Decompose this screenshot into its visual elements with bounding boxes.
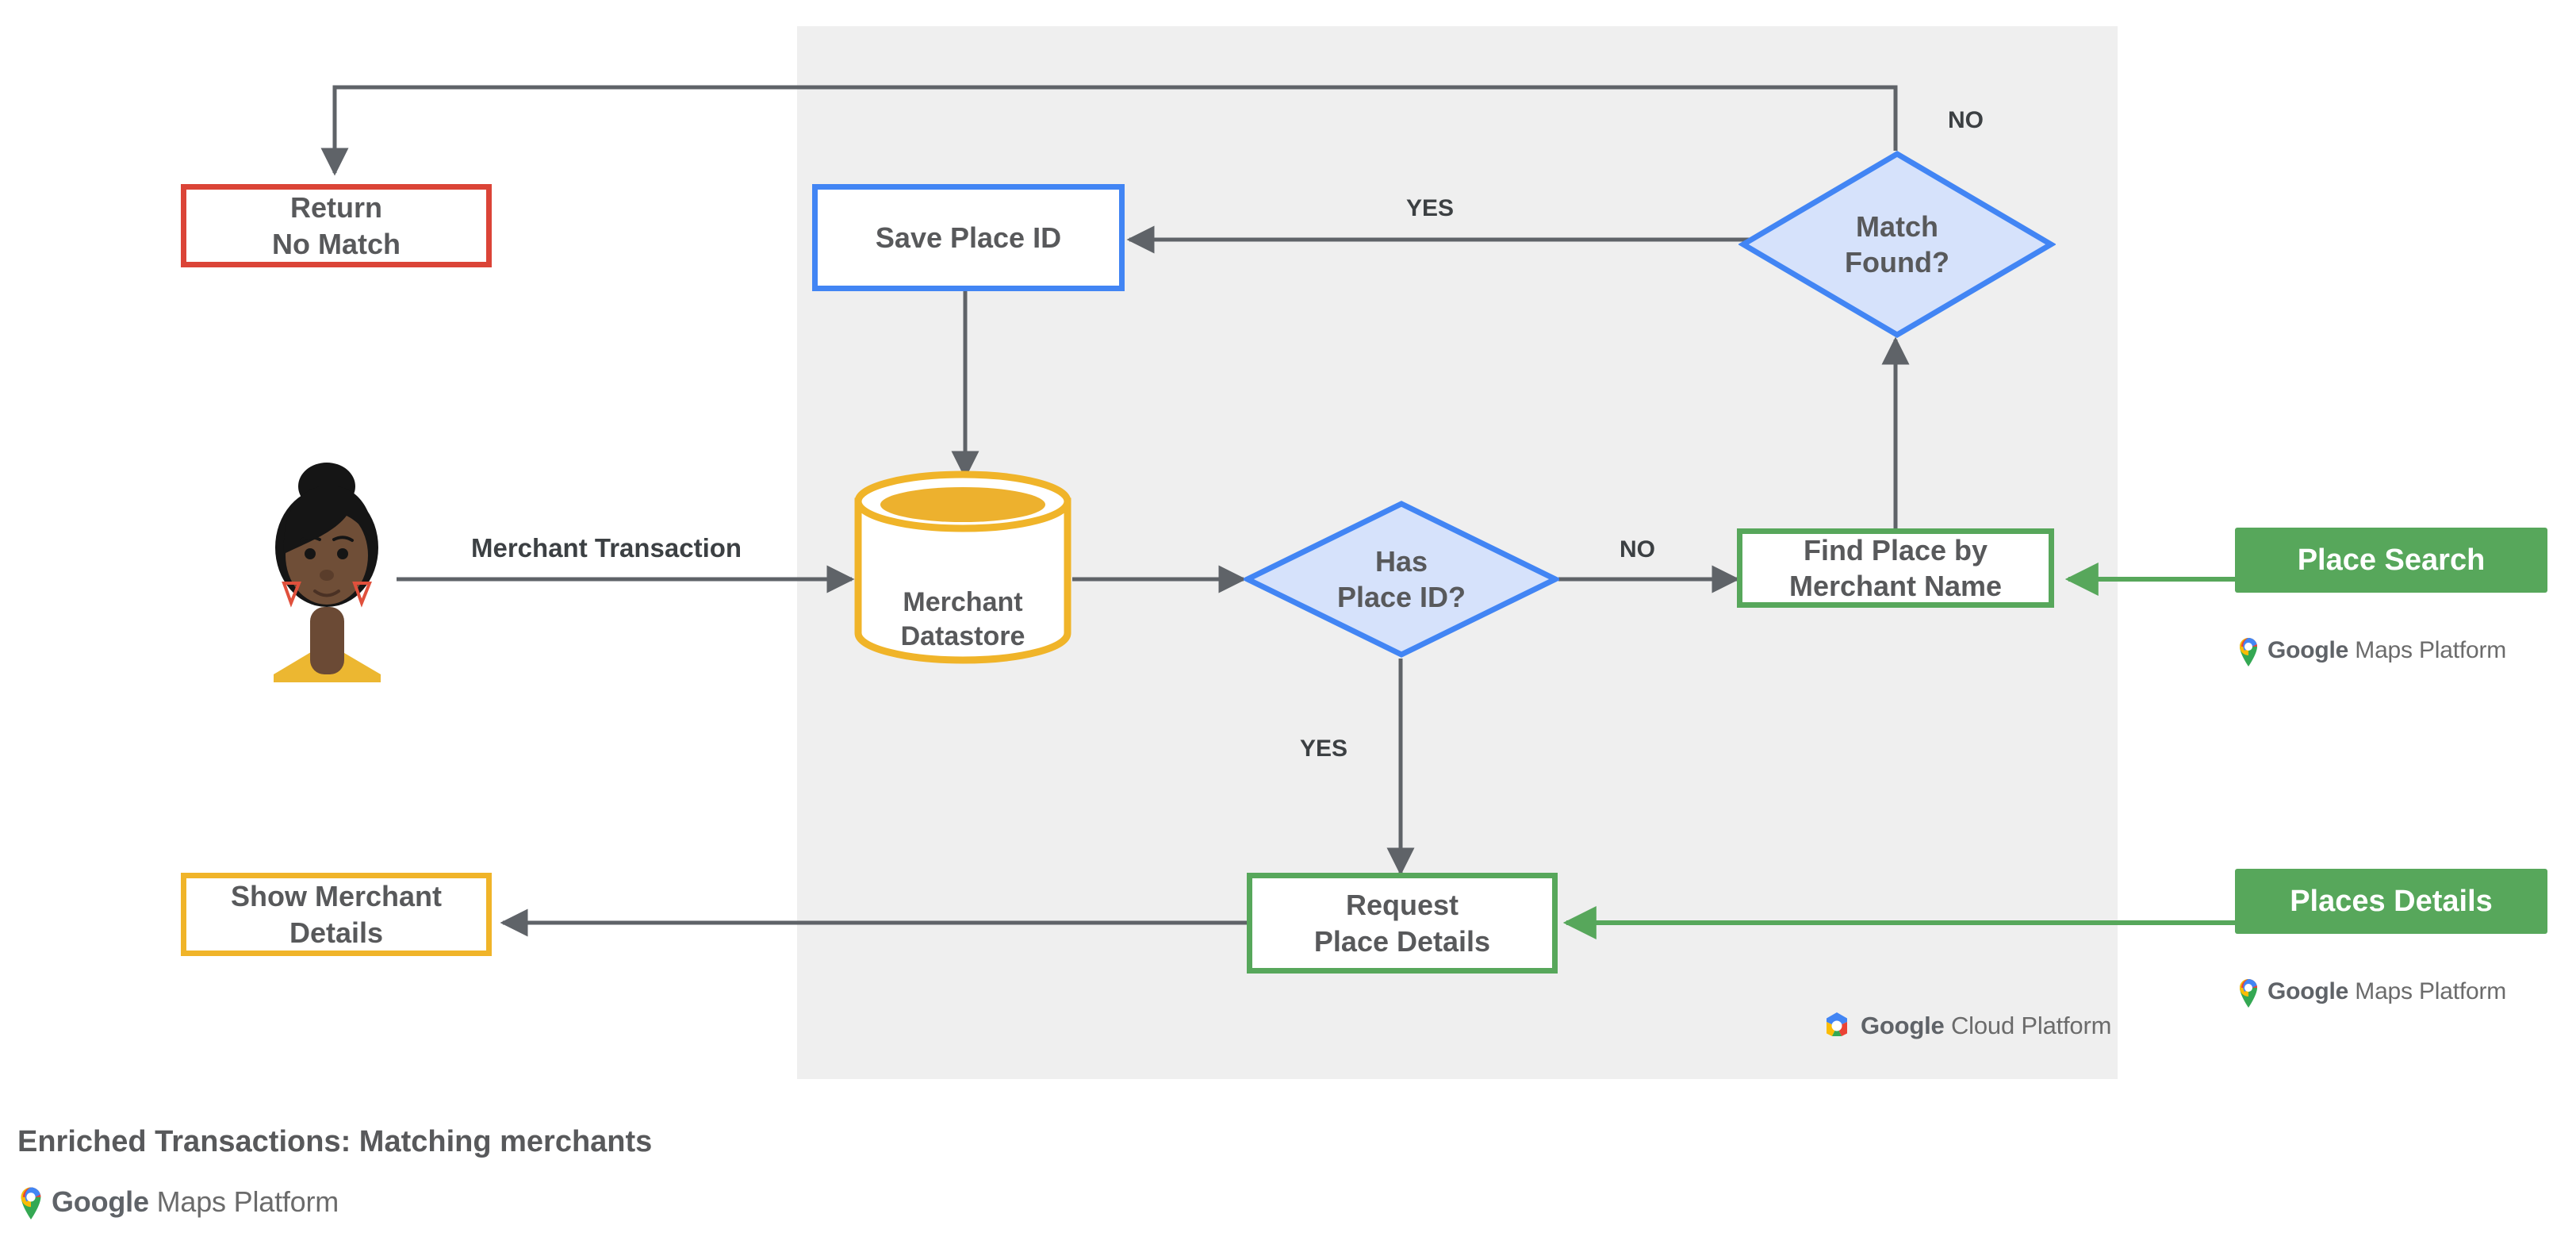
brand-google-word: Google xyxy=(2267,978,2349,1004)
node-save-place-id-label: Save Place ID xyxy=(875,221,1062,254)
node-find-place-by-merchant-name-label: Find Place by Merchant Name xyxy=(1788,533,2003,602)
brand-maps-platform-word: Maps Platform xyxy=(2348,637,2507,663)
edge-label-has-place-id-no: NO xyxy=(1620,536,1655,563)
node-save-place-id[interactable]: Save Place ID xyxy=(812,184,1125,291)
google-maps-pin-icon xyxy=(2237,976,2260,1008)
edge-label-match-found-yes: YES xyxy=(1406,195,1455,221)
brand-cloud-platform-word: Cloud Platform xyxy=(1944,1012,2112,1039)
edge-label-has-place-id-yes: YES xyxy=(1300,735,1348,762)
brand-lockup-google-cloud-platform: Google Cloud Platform xyxy=(1820,1009,2111,1043)
node-merchant-datastore[interactable]: Merchant Datastore xyxy=(852,468,1074,666)
edge-label-merchant-transaction: Merchant Transaction xyxy=(471,533,742,563)
brand-google-word: Google xyxy=(1861,1012,1945,1039)
edge-label-match-found-no: NO xyxy=(1948,107,1984,133)
chip-places-details-label: Places Details xyxy=(2290,884,2493,918)
diagram-caption: Enriched Transactions: Matching merchant… xyxy=(17,1125,653,1158)
google-maps-pin-icon xyxy=(17,1184,44,1219)
node-return-no-match-label: Return No Match xyxy=(272,191,401,260)
edge-match-found-no-to-return-no-match xyxy=(320,85,1898,176)
node-return-no-match[interactable]: Return No Match xyxy=(181,184,492,267)
node-has-place-id[interactable]: Has Place ID? xyxy=(1244,500,1559,659)
brand-google-word: Google xyxy=(2267,637,2349,663)
node-show-merchant-details[interactable]: Show Merchant Details xyxy=(181,873,492,956)
chip-place-search[interactable]: Place Search xyxy=(2235,528,2547,593)
brand-lockup-maps-footer: Google Maps Platform xyxy=(17,1184,339,1219)
brand-maps-platform-word: Maps Platform xyxy=(2348,978,2507,1004)
customer-avatar xyxy=(258,460,397,682)
brand-maps-platform-word: Maps Platform xyxy=(148,1185,339,1218)
brand-lockup-maps-places-details: Google Maps Platform xyxy=(2237,976,2506,1008)
node-show-merchant-details-label: Show Merchant Details xyxy=(230,880,443,949)
node-find-place-by-merchant-name[interactable]: Find Place by Merchant Name xyxy=(1737,528,2054,608)
chip-places-details[interactable]: Places Details xyxy=(2235,869,2547,934)
brand-lockup-maps-place-search: Google Maps Platform xyxy=(2237,635,2506,666)
google-maps-pin-icon xyxy=(2237,635,2260,666)
node-request-place-details[interactable]: Request Place Details xyxy=(1247,873,1558,974)
google-cloud-hexagon-icon xyxy=(1820,1009,1853,1043)
chip-place-search-label: Place Search xyxy=(2297,543,2486,577)
node-match-found[interactable]: Match Found? xyxy=(1738,149,2056,340)
brand-google-word: Google xyxy=(52,1185,149,1218)
node-request-place-details-label: Request Place Details xyxy=(1313,889,1491,958)
